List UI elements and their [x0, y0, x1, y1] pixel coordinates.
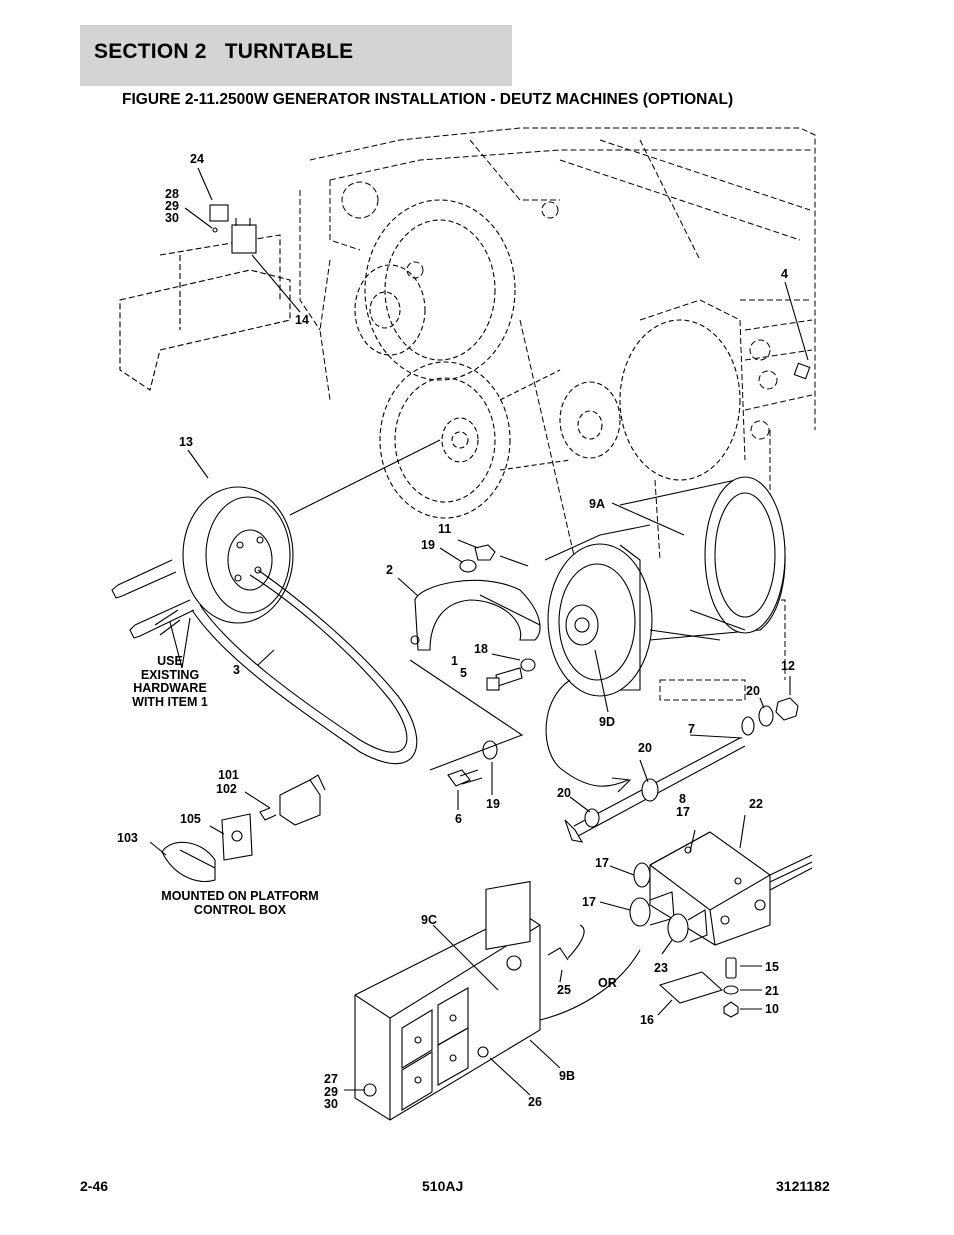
callout-27: 27 — [324, 1072, 338, 1086]
section-title: SECTION 2 TURNTABLE — [94, 40, 354, 63]
relay-bracket-drawing — [119, 234, 291, 391]
callout-19-lower: 19 — [486, 797, 500, 811]
callout-7: 7 — [688, 722, 695, 736]
generator-9a-drawing — [544, 476, 786, 697]
callout-105: 105 — [180, 812, 201, 826]
callout-21: 21 — [765, 984, 779, 998]
drive-belt-3-drawing — [199, 574, 408, 753]
callout-9d: 9D — [599, 715, 615, 729]
callout-23: 23 — [654, 961, 668, 975]
callout-20-middle: 20 — [638, 741, 652, 755]
callout-17-lower: 17 — [582, 895, 596, 909]
figure-title: FIGURE 2-11.2500W GENERATOR INSTALLATION… — [122, 91, 734, 108]
use-existing-hardware-note: USE EXISTING HARDWARE WITH ITEM 1 — [132, 654, 208, 709]
relay-14-drawing — [231, 224, 257, 254]
section-banner: SECTION 2 TURNTABLE — [80, 25, 512, 86]
callout-22: 22 — [749, 797, 763, 811]
callout-11: 11 — [438, 522, 452, 536]
callout-103: 103 — [117, 831, 138, 845]
callout-1: 1 — [451, 654, 458, 668]
model-number: 510AJ — [422, 1178, 464, 1194]
bolts-drawing — [111, 559, 195, 639]
callout-6: 6 — [455, 812, 462, 826]
callout-30-bottom: 30 — [324, 1097, 338, 1111]
callout-18: 18 — [474, 642, 488, 656]
callout-14: 14 — [295, 313, 309, 327]
callout-8: 8 — [679, 792, 686, 806]
callout-29-top: 29 — [165, 199, 179, 213]
callout-24: 24 — [190, 152, 204, 166]
callout-2: 2 — [386, 563, 393, 577]
callout-15: 15 — [765, 960, 779, 974]
callout-20-right: 20 — [746, 684, 760, 698]
callout-9a: 9A — [589, 497, 605, 511]
crankshaft-pulley-drawing — [354, 199, 741, 519]
callout-26: 26 — [528, 1095, 542, 1109]
callout-29-bottom: 29 — [324, 1085, 338, 1099]
callout-12: 12 — [781, 659, 795, 673]
callout-9b: 9B — [559, 1069, 575, 1083]
toggle-switch-drawing — [259, 774, 326, 826]
switch-guard-103-drawing — [161, 841, 216, 883]
outlet-box-9b-drawing — [354, 880, 541, 1121]
callout-3: 3 — [233, 663, 240, 677]
callout-17-middle: 17 — [595, 856, 609, 870]
callout-101: 101 — [218, 768, 239, 782]
document-number: 3121182 — [776, 1178, 830, 1194]
callout-17-top: 17 — [676, 805, 690, 819]
page-number: 2-46 — [80, 1178, 109, 1194]
callout-13: 13 — [179, 435, 193, 449]
callout-20-left: 20 — [557, 786, 571, 800]
or-note: OR — [598, 976, 617, 990]
callout-4: 4 — [781, 267, 788, 281]
generator-pulley-13-drawing — [182, 486, 294, 624]
callout-25: 25 — [557, 983, 571, 997]
adjust-bracket-2-drawing — [410, 579, 541, 651]
mounted-on-platform-note: MOUNTED ON PLATFORM CONTROL BOX — [161, 889, 319, 917]
callout-102: 102 — [216, 782, 237, 796]
bolt-6-drawing — [447, 769, 483, 787]
callout-5: 5 — [460, 666, 467, 680]
callout-30-top: 30 — [165, 211, 179, 225]
callout-19-upper: 19 — [421, 538, 435, 552]
relay-24-drawing — [209, 204, 229, 222]
callout-16: 16 — [640, 1013, 654, 1027]
pivot-bolt-7-drawing — [564, 737, 746, 843]
callout-9c: 9C — [421, 913, 437, 927]
callout-28: 28 — [165, 187, 179, 201]
callout-10: 10 — [765, 1002, 779, 1016]
